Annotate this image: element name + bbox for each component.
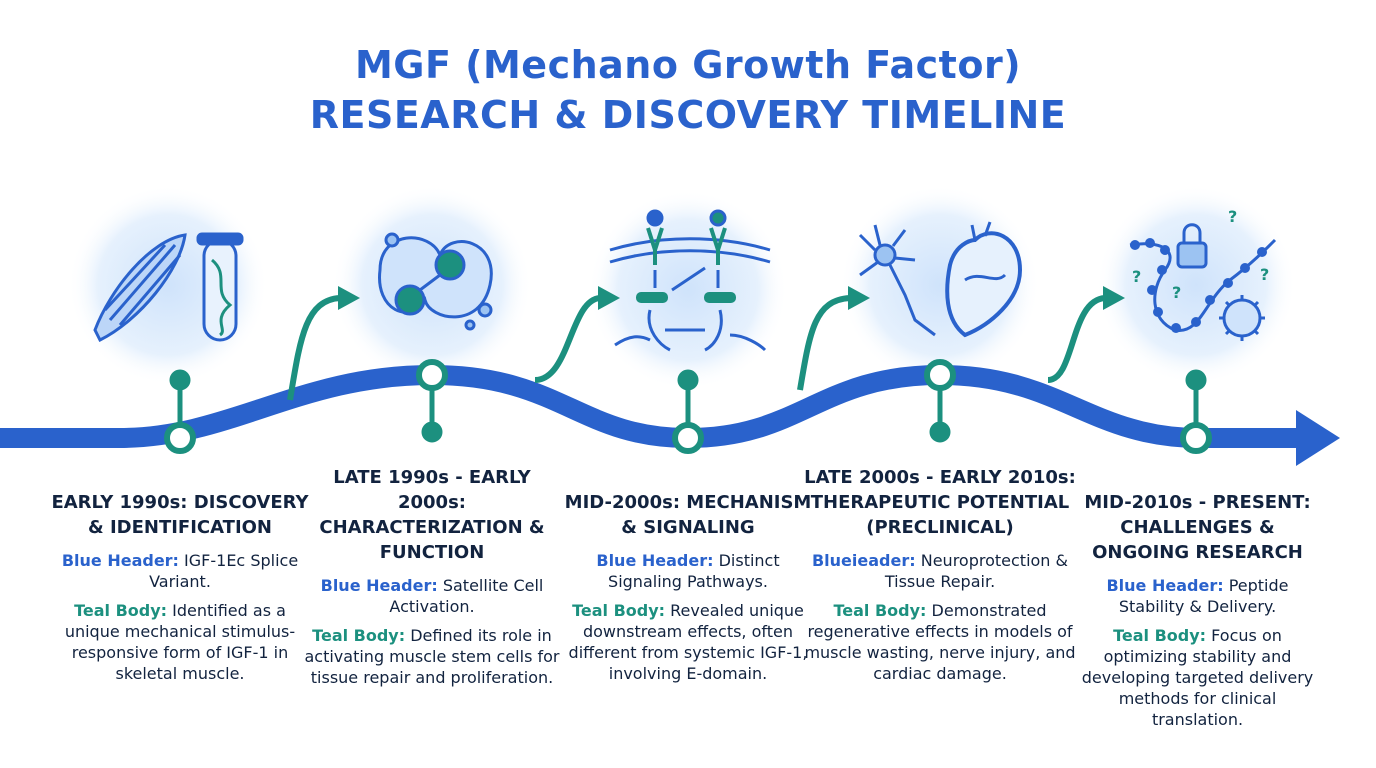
dividing-cell-icon [378,232,493,331]
teal-label: Teal Body: [572,601,666,620]
teal-text: Demonstrated regenerative effects in mod… [804,601,1076,683]
svg-text:?: ? [1260,265,1269,284]
blue-label: Blue Header: [320,576,438,595]
milestone-heading: EARLY 1990s: DISCOVERY & IDENTIFICATION [51,492,309,538]
teal-text: Focus on optimizing stability and develo… [1081,626,1314,729]
teal-text: Revealed unique downstream effects, ofte… [568,601,808,683]
blue-text: Peptide Stability & Delivery. [1118,576,1289,616]
milestone-3: MID-2000s: MECHANISM & SIGNALING Blue He… [557,490,819,692]
blue-text: Neuroprotection & Tissue Repair. [884,551,1068,591]
teal-text: Identified as a unique mechanical stimul… [64,601,296,683]
title-line-1: MGF (Mechano Growth Factor) [354,43,1022,87]
blue-label: Blue Header: [596,551,714,570]
timeline-wave [0,364,1300,449]
teal-label: Teal Body: [312,626,406,645]
teal-label: Teal Body: [1113,626,1207,645]
milestone-heading: MID-2000s: MECHANISM & SIGNALING [564,492,812,538]
peptide-lock-virus-icon: ???? [1129,207,1277,341]
connector-arrows [287,295,1106,401]
svg-text:?: ? [1132,267,1141,286]
blue-label: Blue Header: [1106,576,1224,595]
muscle-dna-tube-icon [93,232,244,343]
teal-text: Defined its role in activating muscle st… [304,626,560,687]
page-title: MGF (Mechano Growth Factor) RESEARCH & D… [0,40,1376,140]
timeline-arrowhead [1296,410,1340,466]
milestone-4: LATE 2000s - EARLY 2010s: THERAPEUTIC PO… [799,465,1081,692]
milestone-heading: MID-2010s - PRESENT: CHALLENGES & ONGOIN… [1084,492,1311,563]
milestone-5: MID-2010s - PRESENT: CHALLENGES & ONGOIN… [1075,490,1320,738]
receptor-signaling-icon [609,209,771,352]
svg-text:?: ? [1228,207,1237,226]
svg-text:?: ? [1172,283,1181,302]
blue-text: Distinct Signaling Pathways. [608,551,780,591]
teal-label: Teal Body: [74,601,168,620]
icon-glows [68,185,1296,390]
milestone-2: LATE 1990s - EARLY 2000s: CHARACTERIZATI… [301,465,563,696]
milestone-1: EARLY 1990s: DISCOVERY & IDENTIFICATION … [49,490,311,692]
teal-label: Teal Body: [833,601,927,620]
blue-text: IGF-1Ec Splice Variant. [149,551,299,591]
title-line-2: RESEARCH & DISCOVERY TIMELINE [309,93,1067,137]
milestone-heading: LATE 2000s - EARLY 2010s: THERAPEUTIC PO… [804,467,1076,538]
blue-label: Blue Header: [61,551,179,570]
blue-text: Satellite Cell Activation. [389,576,544,616]
neuron-heart-icon [858,221,1023,338]
milestone-heading: LATE 1990s - EARLY 2000s: CHARACTERIZATI… [319,467,545,563]
blue-label: Blueieader: [811,551,916,570]
